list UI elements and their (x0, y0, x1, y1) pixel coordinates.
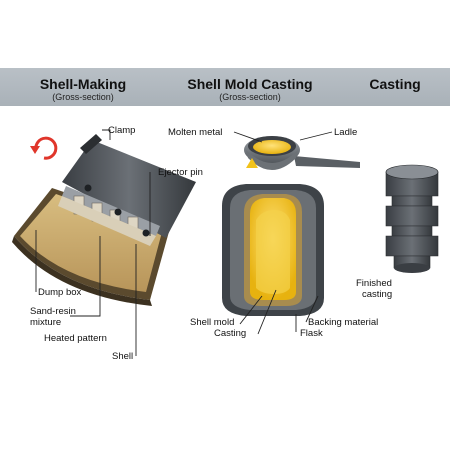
label-molten-metal: Molten metal (168, 127, 222, 138)
header-shell-mold-casting-title: Shell Mold Casting (187, 76, 313, 92)
shell-mold-leaders (233, 131, 333, 335)
header-shell-mold-casting-subtitle: (Gross-section) (219, 92, 281, 102)
header-shell-mold-casting: Shell Mold Casting (Gross-section) (175, 76, 325, 103)
label-sand-resin-2: mixture (30, 317, 61, 328)
label-clamp: Clamp (108, 125, 135, 136)
clamp (80, 134, 102, 154)
label-finished-casting-2: casting (362, 289, 392, 300)
label-heated-pattern: Heated pattern (44, 333, 107, 344)
label-ejector-pin: Ejector pin (158, 167, 203, 178)
label-finished-casting-1: Finished (356, 278, 392, 289)
label-shell-mold: Shell mold (190, 317, 234, 328)
shell-making-leaders (35, 129, 151, 356)
header-casting: Casting (355, 76, 435, 92)
finished-casting (385, 164, 439, 273)
label-flask: Flask (300, 328, 323, 339)
label-dump-box: Dump box (38, 287, 82, 298)
label-backing-material: Backing material (308, 317, 378, 328)
ladle (244, 136, 360, 170)
label-ladle: Ladle (334, 127, 357, 138)
rotation-arrow-icon (30, 136, 58, 160)
header-casting-title: Casting (369, 76, 421, 92)
casting-molten (250, 198, 296, 300)
label-casting: Casting (214, 328, 246, 339)
header-band (0, 68, 450, 106)
header-shell-making-title: Shell-Making (39, 76, 127, 92)
label-sand-resin-1: Sand-resin (30, 306, 76, 317)
header-shell-making: Shell-Making (Gross-section) (28, 76, 138, 103)
heated-pattern (58, 140, 196, 246)
header-shell-making-subtitle: (Gross-section) (52, 92, 114, 102)
label-shell: Shell (112, 351, 133, 362)
